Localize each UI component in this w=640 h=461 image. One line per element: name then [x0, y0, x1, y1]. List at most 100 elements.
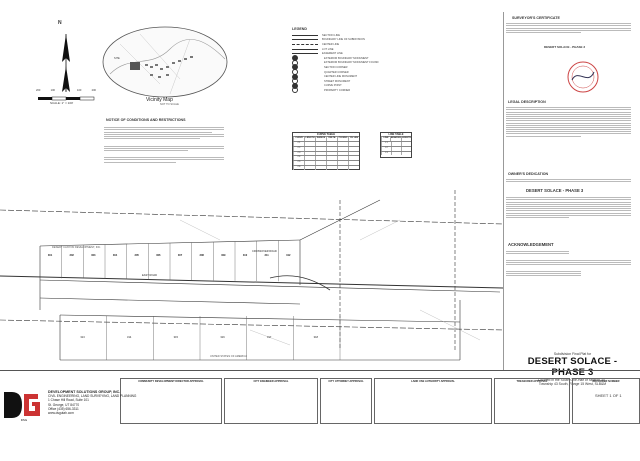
table-cell	[304, 142, 315, 146]
legend-label: CURVE POINT	[324, 84, 342, 88]
table-cell	[401, 151, 411, 156]
legend-label: SECTION CORNER	[324, 65, 348, 69]
legend-label: SECTION LINE	[322, 33, 341, 37]
approval-title: TREASURER APPROVAL	[516, 380, 548, 383]
vicinity-note: NOT TO SCALE	[160, 103, 179, 106]
lot-number: 309	[221, 254, 226, 257]
legend-label: EASEMENT LINE	[322, 52, 343, 56]
company-name: DEVELOPMENT SOLUTIONS GROUP, INC.	[48, 390, 121, 394]
table-cell	[326, 146, 337, 151]
title-block	[0, 370, 640, 461]
approval-title: RECORDER NUMBER	[592, 380, 620, 383]
table-row: C5	[293, 160, 359, 165]
notes-text	[104, 126, 224, 186]
company-line-3: St. George, UT 84770	[48, 402, 80, 407]
legend-item: CENTER LINE	[292, 42, 412, 47]
legend-item: EASEMENT LINE	[292, 51, 412, 56]
lot-number: 303	[91, 254, 96, 257]
notes-title: NOTICE OF CONDITIONS AND RESTRICTIONS	[106, 118, 186, 122]
plat-title-name: DESERT SOLACE - PHASE 3	[527, 356, 618, 378]
street-crossover-label: CROSSOVER ROAD	[252, 250, 277, 253]
table-cell	[348, 151, 359, 156]
table-cell: C4	[293, 156, 304, 161]
table-cell	[315, 156, 326, 161]
legend-label: BOUNDARY LINE OF SUBDIVISION	[322, 38, 365, 42]
lot-number: 311	[264, 254, 269, 257]
svg-text:DSG: DSG	[21, 418, 28, 422]
table-cell: CH BRG	[337, 137, 348, 141]
lot-number: 313	[80, 336, 85, 339]
table-cell	[304, 161, 315, 165]
scale-label: SCALE: 1" = 100'	[50, 101, 74, 105]
legend-label: LOT LINE	[322, 47, 334, 51]
lot-number: 306	[156, 254, 161, 257]
table-cell	[326, 161, 337, 165]
table-cell	[348, 156, 359, 161]
legend-title: LEGEND	[292, 27, 307, 31]
lot-number: 307	[177, 254, 183, 257]
lot-number: 317	[267, 336, 272, 339]
table-cell	[337, 161, 348, 165]
table-cell: C2	[293, 146, 304, 151]
table-cell	[348, 146, 359, 151]
table-cell: L1	[381, 142, 391, 146]
table-cell	[304, 146, 315, 151]
table-cell: L3	[381, 151, 391, 156]
legend-symbol-icon	[292, 34, 318, 36]
table-cell	[304, 151, 315, 156]
table-cell	[391, 146, 401, 151]
legend-item: BOUNDARY LINE OF SUBDIVISION	[292, 38, 412, 43]
table-cell: C5	[293, 161, 304, 165]
vicinity-map	[102, 26, 228, 98]
table-row: C6	[293, 164, 359, 170]
parcel-south-label: UNITED STATES OF AMERICA	[210, 355, 247, 358]
legend-label: QUARTER CORNER	[324, 70, 349, 74]
table-cell	[401, 142, 411, 146]
surveyor-seal-icon	[567, 61, 599, 93]
lot-number: 316	[220, 336, 225, 339]
approval-treasurer: TREASURER APPROVAL	[494, 378, 570, 424]
owners-text-2	[506, 196, 631, 244]
approval-city-attorney: CITY ATTORNEY APPROVAL	[320, 378, 372, 424]
table-cell	[401, 146, 411, 151]
legend-symbol-icon	[292, 39, 318, 41]
table-cell: CH LEN	[348, 137, 359, 141]
sheet-number: SHEET 1 OF 1	[595, 393, 622, 398]
table-row: C4	[293, 155, 359, 161]
legend-label: STREET MONUMENT	[324, 79, 351, 83]
vicinity-title: Vicinity Map	[146, 97, 173, 103]
table-cell	[337, 151, 348, 156]
table-cell	[326, 142, 337, 146]
table-cell: C3	[293, 151, 304, 156]
recorder-number: RECORDER NUMBER	[572, 378, 640, 424]
legal-title: LEGAL DESCRIPTION	[508, 100, 546, 104]
vicinity-site-label: SITE	[114, 57, 120, 60]
table-cell	[326, 165, 337, 170]
lot-number: 305	[134, 254, 139, 257]
company-line-1: CIVIL ENGINEERING, LAND SURVEYING, LAND …	[48, 394, 137, 399]
table-cell: RADIUS	[315, 137, 326, 141]
approval-land-use: LAND USE AUTHORITY APPROVAL	[374, 378, 492, 424]
legend-symbol-icon	[292, 87, 298, 94]
legend-label: CENTER LINE	[322, 42, 340, 46]
surveyor-title: SURVEYOR'S CERTIFICATE	[512, 16, 560, 20]
table-cell	[315, 146, 326, 151]
table-cell: LINE	[381, 137, 390, 141]
lot-number: 315	[173, 336, 178, 339]
company-logo-icon: DSG	[2, 388, 46, 422]
legal-text	[506, 106, 631, 170]
legend-label: EXTERIOR BOUNDARY MONUMENT FOUND	[324, 61, 379, 65]
table-cell	[337, 142, 348, 146]
approval-title: LAND USE AUTHORITY APPROVAL	[411, 380, 455, 383]
legend-symbol-icon	[292, 43, 318, 45]
owners-text-1	[506, 178, 631, 188]
lot-number: 312	[286, 254, 291, 257]
table-cell	[315, 161, 326, 165]
legend-symbol-icon	[292, 48, 318, 50]
scale-tick: 200	[36, 89, 41, 92]
table-cell	[337, 156, 348, 161]
legend-item: LOT LINE	[292, 47, 412, 52]
